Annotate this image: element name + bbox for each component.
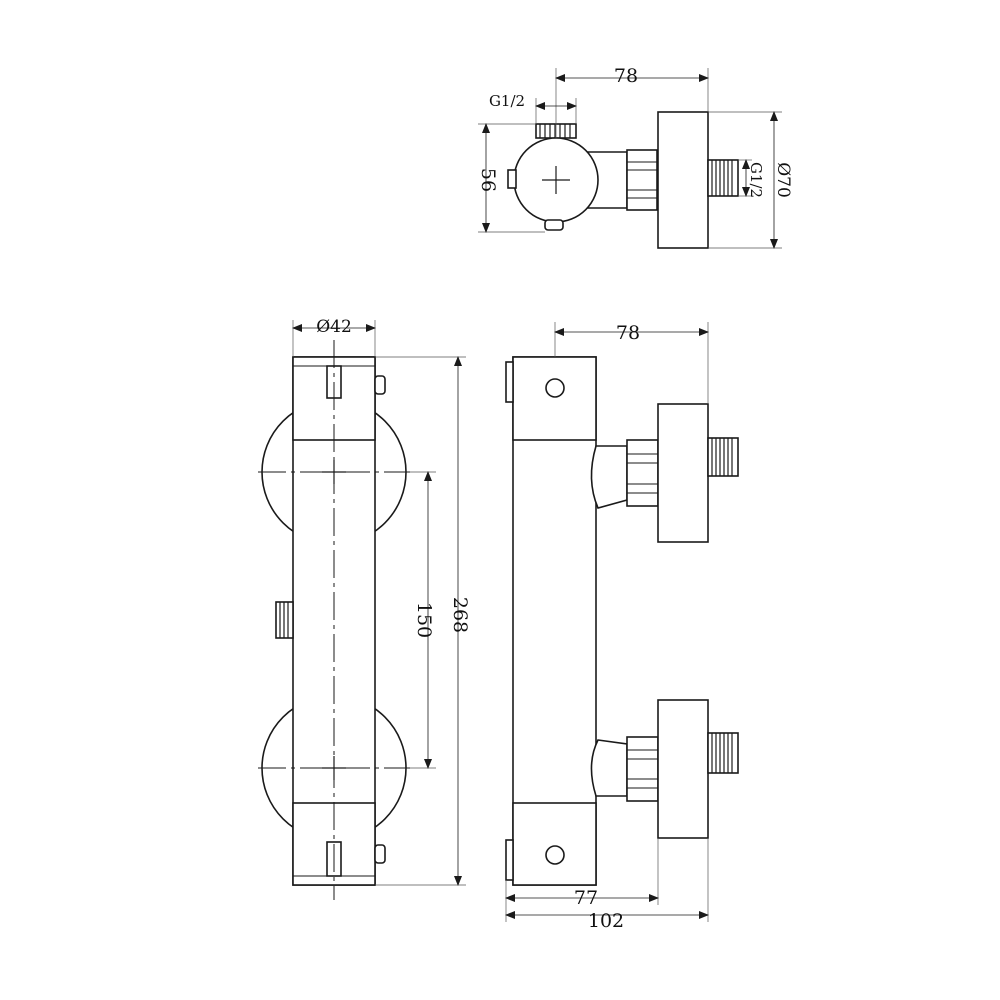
- dim-top-inlet-thread: G1/2: [489, 92, 525, 110]
- dim-front-overall-length: 268: [449, 597, 471, 633]
- side-top-cap: [512, 356, 597, 441]
- side-bottom-lip: [505, 839, 514, 881]
- top-bottom-pin: [544, 219, 564, 231]
- side-lower-elbow: [590, 739, 628, 797]
- side-bottom-cap: [512, 802, 597, 886]
- dim-top-width: 78: [614, 65, 638, 87]
- side-lower-flange: [657, 699, 709, 839]
- dim-side-width: 78: [616, 322, 640, 344]
- side-upper-flange: [657, 403, 709, 543]
- side-lower-hex: [626, 736, 659, 802]
- top-outlet-thread: [707, 159, 739, 197]
- top-left-knob: [507, 169, 517, 189]
- side-body: [512, 356, 597, 886]
- top-hex-nut: [626, 149, 658, 211]
- side-lower-thread: [707, 732, 739, 774]
- side-top-hole: [545, 378, 565, 398]
- dim-top-flange-diameter: Ø70: [773, 162, 793, 198]
- side-top-lip: [505, 361, 514, 403]
- side-upper-thread: [707, 437, 739, 477]
- front-view: Ø42 150 268: [258, 317, 471, 900]
- side-view: 78 77 102: [505, 322, 739, 932]
- dim-side-overall-depth: 102: [588, 910, 624, 932]
- dim-top-height: 56: [477, 168, 499, 192]
- top-view: 78 G1/2 56 G1/2 Ø70: [477, 65, 793, 249]
- top-flange: [657, 111, 709, 249]
- side-upper-elbow: [590, 445, 628, 509]
- top-inlet-thread-lines: [539, 124, 571, 138]
- front-top-pin: [374, 375, 386, 395]
- front-bottom-pin: [374, 844, 386, 864]
- side-upper-hex: [626, 439, 659, 507]
- side-bottom-hole: [545, 845, 565, 865]
- dim-front-body-diameter: Ø42: [316, 317, 352, 337]
- dim-top-outlet-thread: G1/2: [747, 162, 765, 198]
- dim-front-centers: 150: [413, 602, 435, 638]
- dim-side-depth-flange: 77: [574, 887, 598, 909]
